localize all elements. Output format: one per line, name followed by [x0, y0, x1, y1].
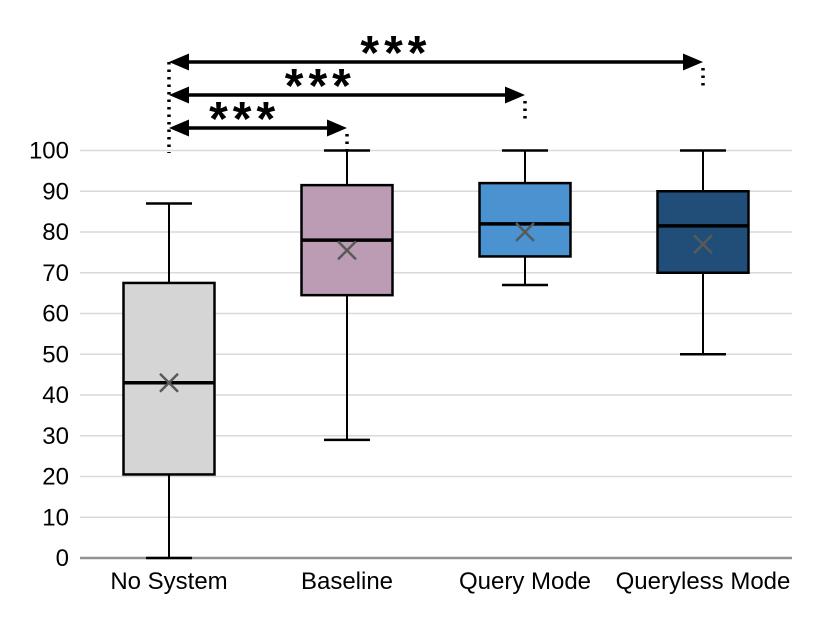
significance-arrow-no-system-vs-query-mode: *** [169, 60, 527, 120]
arrowhead-left [169, 86, 189, 104]
mean-marker [159, 372, 179, 393]
y-tick-label-40: 40 [42, 382, 69, 409]
y-tick-label-70: 70 [42, 260, 69, 287]
x-category-label-query-mode: Query Mode [459, 568, 591, 595]
y-tick-label-60: 60 [42, 301, 69, 328]
box-queryless-mode [656, 149, 750, 356]
y-tick-label-30: 30 [42, 423, 69, 450]
significance-arrow-no-system-vs-queryless-mode: *** [169, 27, 705, 87]
box-baseline [300, 149, 394, 442]
mean-marker [515, 222, 535, 242]
box-query-mode [478, 149, 572, 287]
iqr-box [656, 190, 750, 274]
x-category-label-baseline: Baseline [301, 568, 393, 595]
iqr-box [478, 181, 572, 258]
y-tick-label-0: 0 [56, 545, 69, 572]
arrowhead-right [683, 53, 703, 71]
y-tick-label-90: 90 [42, 178, 69, 205]
significance-label: *** [209, 93, 280, 146]
y-tick-label-100: 100 [29, 138, 69, 165]
arrowhead-left [169, 53, 189, 71]
y-tick-label-10: 10 [42, 504, 69, 531]
y-tick-label-80: 80 [42, 219, 69, 246]
mean-marker [337, 240, 357, 261]
box-no-system [122, 202, 216, 560]
significance-arrow-no-system-vs-baseline: *** [169, 93, 349, 153]
arrowhead-left [169, 119, 189, 137]
significance-label: *** [285, 60, 356, 113]
significance-label: *** [360, 27, 431, 80]
x-category-label-no-system: No System [110, 568, 227, 595]
iqr-box [122, 281, 216, 476]
mean-marker [693, 234, 713, 255]
arrowhead-right [327, 119, 347, 137]
arrowhead-right [505, 86, 525, 104]
x-category-label-queryless-mode: Queryless Mode [616, 568, 791, 595]
y-tick-label-50: 50 [42, 341, 69, 368]
y-tick-label-20: 20 [42, 464, 69, 491]
